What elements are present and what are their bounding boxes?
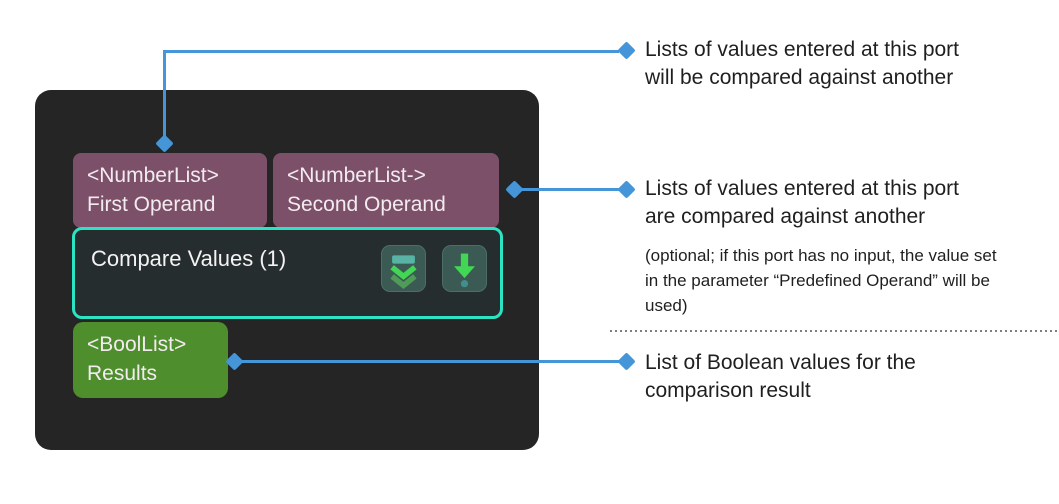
collapse-chevrons-button[interactable] [381,245,426,292]
input-arrow-button[interactable] [442,245,487,292]
port-name-label: First Operand [87,193,216,216]
output-port-results[interactable]: <BoolList> Results [73,322,228,398]
annotation-results: List of Boolean values for the compariso… [645,351,916,402]
compare-values-node[interactable]: <NumberList> First Operand <NumberList->… [35,90,539,450]
input-arrow-icon [443,249,486,290]
diamond-marker [617,352,636,371]
port-name-label: Results [87,362,158,385]
connector-line [163,50,166,138]
diamond-marker [617,180,636,199]
node-title: Compare Values (1) [91,246,287,271]
collapse-chevrons-icon [382,249,425,290]
annotation-first-operand: Lists of values entered at this port wil… [645,38,960,89]
connector-line [518,188,620,191]
annotation-second-operand-note: (optional; if this port has no input, th… [645,246,997,315]
input-port-first-operand[interactable]: <NumberList> First Operand [73,153,267,228]
port-type-label: <NumberList> [87,164,219,187]
port-name-label: Second Operand [287,193,446,216]
dotted-separator [610,330,1057,332]
port-type-label: <NumberList-> [287,164,426,187]
annotation-second-operand: Lists of values entered at this port are… [645,177,960,228]
connector-line [163,50,619,53]
connector-line [238,360,620,363]
node-body[interactable]: Compare Values (1) [72,227,503,319]
input-port-second-operand[interactable]: <NumberList-> Second Operand [273,153,499,228]
diamond-marker [617,41,636,60]
port-type-label: <BoolList> [87,333,187,356]
